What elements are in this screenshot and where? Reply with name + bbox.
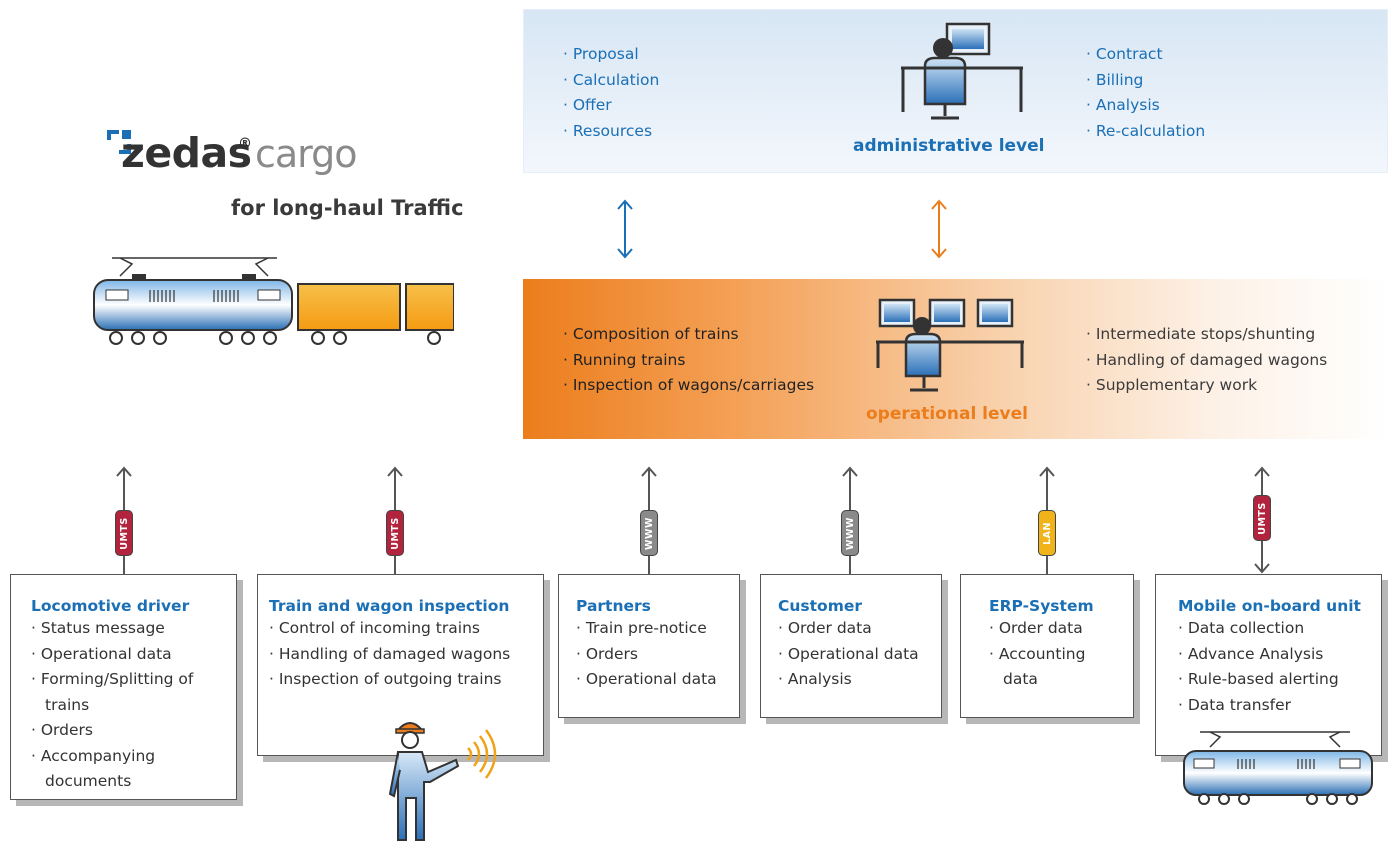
umts-tag: UMTS xyxy=(386,510,404,556)
logo-bracket-icon xyxy=(107,130,131,154)
cargo-train-icon xyxy=(93,257,454,345)
umts-tag: UMTS xyxy=(115,510,133,556)
locomotive-driver-box: Locomotive driver Status message Operati… xyxy=(10,574,237,800)
list-item: Data transfer xyxy=(1178,693,1381,719)
list-item: Operational data xyxy=(31,642,236,668)
tag-label: LAN xyxy=(1041,521,1053,545)
blue-double-arrow-icon xyxy=(617,199,633,259)
list-item: Accounting data xyxy=(989,642,1113,693)
tag-label: UMTS xyxy=(118,516,130,550)
logo-brand: zedas xyxy=(121,129,252,177)
list-item: Operational data xyxy=(576,667,739,693)
admin-level-title: administrative level xyxy=(853,136,1045,156)
list-item: Inspection of wagons/carriages xyxy=(563,373,814,399)
list-item: Data collection xyxy=(1178,616,1381,642)
list-item: Control of incoming trains xyxy=(269,616,543,642)
list-item: Order data xyxy=(989,616,1133,642)
list-item: Intermediate stops/shunting xyxy=(1086,322,1327,348)
box-title: Locomotive driver xyxy=(31,597,190,615)
office-worker-icon xyxy=(901,22,1023,120)
umts-tag: UMTS xyxy=(1253,495,1271,541)
box-title: Train and wagon inspection xyxy=(269,597,510,615)
list-item: Proposal xyxy=(563,42,659,68)
list-item: Operational data xyxy=(778,642,941,668)
box-title: Mobile on-board unit xyxy=(1178,597,1361,615)
list-item: Re-calculation xyxy=(1086,119,1205,145)
logo-registered: ® xyxy=(238,136,252,152)
dispatcher-workstation-icon xyxy=(876,298,1024,392)
list-item: Handling of damaged wagons xyxy=(1086,348,1327,374)
list-item: Inspection of outgoing trains xyxy=(269,667,543,693)
list-item: Composition of trains xyxy=(563,322,814,348)
partners-box: Partners Train pre-notice Orders Operati… xyxy=(558,574,740,718)
list-item: Orders xyxy=(31,718,236,744)
list-item: Order data xyxy=(778,616,941,642)
admin-right-list: Contract Billing Analysis Re-calculation xyxy=(1086,42,1205,144)
list-item: Advance Analysis xyxy=(1178,642,1381,668)
list-item: Status message xyxy=(31,616,236,642)
box-title: Customer xyxy=(778,597,863,615)
logo-product: cargo xyxy=(255,132,358,176)
list-item: Forming/Splitting of trains xyxy=(31,667,230,718)
list-item: Running trains xyxy=(563,348,814,374)
tag-label: UMTS xyxy=(1256,501,1268,535)
erp-system-box: ERP-System Order data Accounting data xyxy=(960,574,1134,718)
inspector-worker-icon xyxy=(388,722,497,841)
tag-label: WWW xyxy=(643,516,655,550)
zedas-logo: zedas ® cargo xyxy=(105,122,365,182)
list-item: Billing xyxy=(1086,68,1205,94)
list-item: Analysis xyxy=(1086,93,1205,119)
list-item: Rule-based alerting xyxy=(1178,667,1381,693)
ops-level-title: operational level xyxy=(866,404,1028,424)
list-item: Offer xyxy=(563,93,659,119)
locomotive-icon xyxy=(1183,731,1373,805)
www-tag: WWW xyxy=(640,510,658,556)
tag-label: WWW xyxy=(844,516,856,550)
www-tag: WWW xyxy=(841,510,859,556)
list-item: Contract xyxy=(1086,42,1205,68)
mobile-onboard-unit-box: Mobile on-board unit Data collection Adv… xyxy=(1155,574,1382,756)
list-item: Train pre-notice xyxy=(576,616,739,642)
list-item: Calculation xyxy=(563,68,659,94)
tag-label: UMTS xyxy=(389,516,401,550)
list-item: Supplementary work xyxy=(1086,373,1327,399)
list-item: Accompanying documents xyxy=(31,744,195,795)
ops-left-list: Composition of trains Running trains Ins… xyxy=(563,322,814,399)
lan-tag: LAN xyxy=(1038,510,1056,556)
train-wagon-inspection-box: Train and wagon inspection Control of in… xyxy=(257,574,544,756)
customer-box: Customer Order data Operational data Ana… xyxy=(760,574,942,718)
box-title: ERP-System xyxy=(989,597,1094,615)
list-item: Analysis xyxy=(778,667,941,693)
orange-double-arrow-icon xyxy=(931,199,947,259)
list-item: Resources xyxy=(563,119,659,145)
box-title: Partners xyxy=(576,597,651,615)
list-item: Handling of damaged wagons xyxy=(269,642,543,668)
logo-subtitle: for long-haul Traffic xyxy=(231,196,464,220)
connector-lines xyxy=(116,466,1270,574)
list-item: Orders xyxy=(576,642,739,668)
admin-left-list: Proposal Calculation Offer Resources xyxy=(563,42,659,144)
ops-right-list: Intermediate stops/shunting Handling of … xyxy=(1086,322,1327,399)
